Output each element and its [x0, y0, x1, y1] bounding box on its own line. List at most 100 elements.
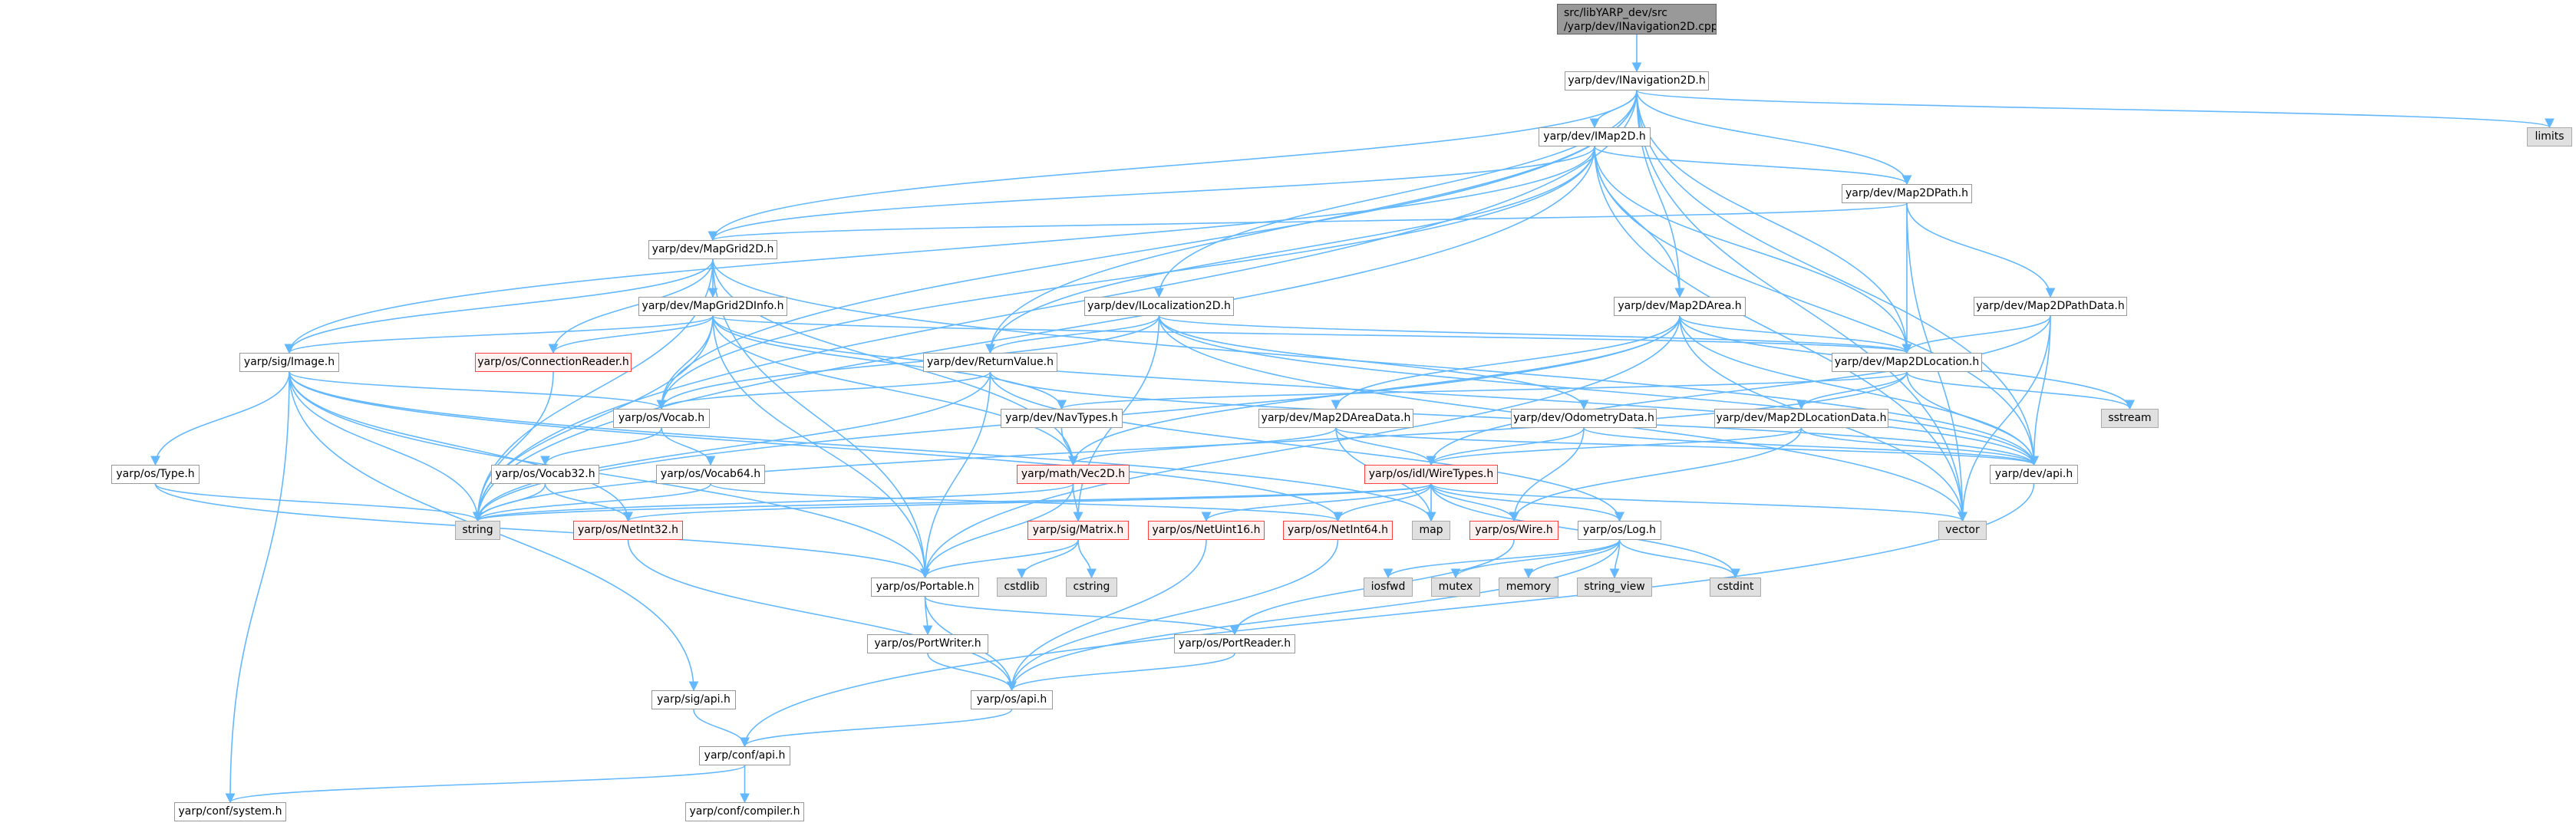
node-vocab32-h[interactable]: yarp/os/Vocab32.h — [491, 465, 599, 484]
node-label: mutex — [1438, 581, 1473, 593]
edge-map2dareadata-to-wiretypes — [1335, 427, 1436, 466]
edge-inav-to-string — [473, 90, 1638, 522]
node-connectionreader-h[interactable]: yarp/os/ConnectionReader.h — [475, 353, 632, 372]
node-odometrydata-h[interactable]: yarp/dev/OdometryData.h — [1511, 409, 1657, 428]
edge-wiretypes-to-string — [473, 483, 1432, 522]
edge-inav-to-map2dlocation — [1636, 90, 1912, 354]
edge-image-to-portable — [289, 371, 930, 579]
node-netint32-h[interactable]: yarp/os/NetInt32.h — [573, 521, 683, 540]
edge-wiretypes-to-netint64 — [1333, 483, 1432, 522]
node-matrix-h[interactable]: yarp/sig/Matrix.h — [1027, 521, 1129, 540]
node-conf-api-h[interactable]: yarp/conf/api.h — [699, 746, 790, 765]
edge-imap-to-returnvalue — [985, 146, 1595, 354]
node-label: yarp/dev/MapGrid2DInfo.h — [642, 300, 784, 312]
node-portreader-h[interactable]: yarp/os/PortReader.h — [1174, 634, 1295, 653]
edge-mapgrid2dinfo-to-image — [284, 315, 714, 354]
node-log-h[interactable]: yarp/os/Log.h — [1578, 521, 1661, 540]
node-portable-h[interactable]: yarp/os/Portable.h — [871, 578, 979, 597]
node-vec2d-h[interactable]: yarp/math/Vec2D.h — [1017, 465, 1130, 484]
node-netint64-h[interactable]: yarp/os/NetInt64.h — [1283, 521, 1393, 540]
edge-type-to-portable — [154, 483, 930, 579]
node-map2dpath-h[interactable]: yarp/dev/Map2DPath.h — [1842, 184, 1972, 203]
node-mapgrid2d-h[interactable]: yarp/dev/MapGrid2D.h — [648, 240, 777, 259]
node-label: src/libYARP_dev/src — [1564, 7, 1667, 19]
edge-map2dlocation-to-devapi — [1906, 371, 2039, 466]
node-label: yarp/conf/api.h — [704, 749, 786, 762]
edge-mapgrid2dinfo-to-navtypes — [712, 315, 1067, 410]
node-map2darea-h[interactable]: yarp/dev/Map2DArea.h — [1614, 297, 1746, 316]
edge-map2dpathdata-to-wiretypes — [1426, 315, 2051, 466]
node-label: vector — [1945, 524, 1980, 536]
node-label: yarp/dev/ILocalization2D.h — [1087, 300, 1231, 312]
node-label: yarp/os/ConnectionReader.h — [477, 356, 629, 368]
edge-vocab64-to-string — [473, 483, 711, 522]
edge-ilocalization-to-devapi — [1158, 315, 2039, 466]
edge-map2darea-to-map2dareadata — [1331, 315, 1681, 410]
edge-returnvalue-to-log — [989, 371, 1624, 522]
node-label: yarp/os/NetInt32.h — [577, 524, 678, 536]
edge-map2darea-to-map2dlocation — [1679, 315, 1912, 354]
node-image-h[interactable]: yarp/sig/Image.h — [239, 353, 339, 372]
edge-map2dpathdata-to-vector — [1958, 315, 2051, 522]
edge-log-to-mutex — [1450, 539, 1621, 579]
node-wiretypes-h[interactable]: yarp/os/idl/WireTypes.h — [1364, 465, 1498, 484]
node-label: yarp/sig/Matrix.h — [1032, 524, 1124, 536]
edge-mapgrid2dinfo-to-connreader — [548, 315, 714, 354]
edge-inav-to-mapgrid2d — [707, 90, 1638, 242]
node-label: yarp/os/Portable.h — [876, 581, 975, 593]
edge-imap-to-vocab — [656, 146, 1595, 410]
node-map2dlocation-h[interactable]: yarp/dev/Map2DLocation.h — [1832, 353, 1982, 372]
node-imap2d-h[interactable]: yarp/dev/IMap2D.h — [1539, 127, 1651, 146]
node-inavigation2d-h[interactable]: yarp/dev/INavigation2D.h — [1565, 71, 1709, 90]
edge-returnvalue-to-string — [473, 371, 991, 522]
edge-navtypes-to-vec2d — [1060, 427, 1078, 466]
node-string: string — [455, 521, 500, 540]
node-conf-compiler-h[interactable]: yarp/conf/compiler.h — [685, 802, 804, 821]
node-cstdint: cstdint — [1710, 578, 1761, 597]
node-netuint16-h[interactable]: yarp/os/NetUint16.h — [1148, 521, 1265, 540]
node-navtypes-h[interactable]: yarp/dev/NavTypes.h — [1001, 409, 1123, 428]
edge-map2dareadata-to-vec2d — [1068, 427, 1337, 466]
edge-mapgrid2d-to-image — [284, 258, 714, 354]
edge-imap-to-map2dlocation — [1594, 146, 1912, 354]
node-map2dpathdata-h[interactable]: yarp/dev/Map2DPathData.h — [1974, 297, 2127, 316]
node-mapgrid2dinfo-h[interactable]: yarp/dev/MapGrid2DInfo.h — [638, 297, 787, 316]
node-conf-system-h[interactable]: yarp/conf/system.h — [174, 802, 286, 821]
node-returnvalue-h[interactable]: yarp/dev/ReturnValue.h — [923, 353, 1057, 372]
node-sstream: sstream — [2101, 409, 2159, 428]
node-label: yarp/math/Vec2D.h — [1021, 468, 1126, 480]
node-type-h[interactable]: yarp/os/Type.h — [111, 465, 200, 484]
node-label: cstdint — [1717, 581, 1754, 593]
node-label: yarp/sig/Image.h — [243, 356, 335, 368]
node-label: yarp/sig/api.h — [657, 693, 731, 706]
edge-confapi-to-confsystem — [225, 765, 746, 804]
node-vocab-h[interactable]: yarp/os/Vocab.h — [613, 409, 710, 428]
node-map2dlocationdata-h[interactable]: yarp/dev/Map2DLocationData.h — [1714, 409, 1888, 428]
edge-map2darea-to-portable — [920, 315, 1681, 579]
node-vocab64-h[interactable]: yarp/os/Vocab64.h — [656, 465, 765, 484]
node-portwriter-h[interactable]: yarp/os/PortWriter.h — [867, 634, 988, 653]
edge-log-to-iosfwd — [1383, 539, 1621, 579]
node-label: map — [1419, 524, 1443, 536]
node-sig-api-h[interactable]: yarp/sig/api.h — [651, 690, 736, 709]
node-label: iosfwd — [1370, 581, 1406, 593]
node-label: yarp/os/NetUint16.h — [1152, 524, 1261, 536]
edge-map2dpath-to-map2dpathdata — [1906, 202, 2056, 298]
node-label: cstdlib — [1004, 581, 1040, 593]
edge-mapgrid2dinfo-to-vec2d — [712, 315, 1078, 466]
node-label: yarp/dev/Map2DPathData.h — [1976, 300, 2125, 312]
edge-matrix-to-cstdlib — [1017, 539, 1079, 579]
node-inavigation2d-cpp: src/libYARP_dev/src /yarp/dev/INavigatio… — [1557, 4, 1717, 35]
node-wire-h[interactable]: yarp/os/Wire.h — [1469, 521, 1558, 540]
node-label: yarp/os/Vocab32.h — [495, 468, 595, 480]
node-ilocalization2d-h[interactable]: yarp/dev/ILocalization2D.h — [1084, 297, 1234, 316]
node-label: memory — [1506, 581, 1552, 593]
edge-vocab-to-vocab32 — [540, 427, 662, 466]
node-os-api-h[interactable]: yarp/os/api.h — [971, 690, 1053, 709]
node-map2dareadata-h[interactable]: yarp/dev/Map2DAreaData.h — [1258, 409, 1413, 428]
edge-mapgrid2dinfo-to-string — [473, 315, 714, 522]
node-dev-api-h[interactable]: yarp/dev/api.h — [1990, 465, 2078, 484]
edge-imap-to-map2darea — [1594, 146, 1685, 298]
node-label: yarp/dev/ReturnValue.h — [927, 356, 1054, 368]
node-label: yarp/os/Log.h — [1582, 524, 1657, 536]
